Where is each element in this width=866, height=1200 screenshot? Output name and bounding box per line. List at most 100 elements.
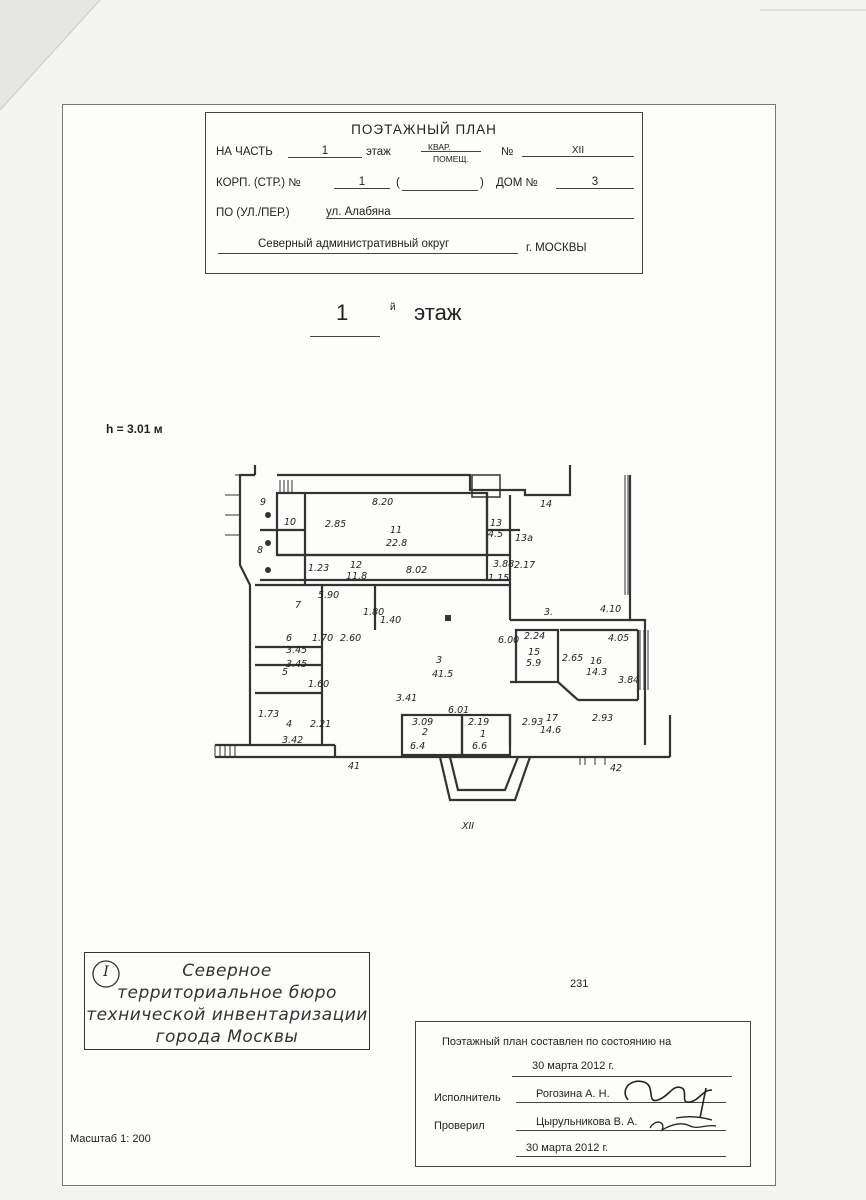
dim-label: 5.90 <box>318 590 339 601</box>
room-area: 5.9 <box>526 658 541 669</box>
room-area: 14.3 <box>586 667 607 678</box>
room-area: 4.5 <box>488 529 503 540</box>
bureau-stamp: I Северное территориальное бюро техничес… <box>84 952 370 1050</box>
room-number: 13 <box>490 518 502 529</box>
dim-label: 1.73 <box>258 709 279 720</box>
street-value: ул. Алабяна <box>326 206 634 219</box>
korp-value: 1 <box>334 176 390 189</box>
floor-plan-drawing: 8.20 11 22.8 13 4.5 14 13а 10 9 8 2.85 1… <box>214 465 672 832</box>
room-number: 13а <box>515 533 533 544</box>
room-number: 9 <box>260 497 266 508</box>
dim-label: 1.70 <box>312 633 333 644</box>
room-number: 8 <box>257 545 263 556</box>
part-value: 1 <box>288 145 362 158</box>
dim-label: 1.80 <box>363 607 384 618</box>
dim-label: 2.24 <box>524 631 545 642</box>
dim-label: 3.42 <box>282 735 303 746</box>
dim-label: 2.21 <box>310 719 331 730</box>
dim-label: 1.40 <box>380 615 401 626</box>
dom-label: ДОМ № <box>496 177 538 189</box>
room-number: 4 <box>286 719 292 730</box>
pomesh-label: ПОМЕЩ. <box>433 154 469 164</box>
executor-label: Исполнитель <box>434 1092 501 1104</box>
room-area: 6.6 <box>472 741 487 752</box>
stamp-line: города Москвы <box>155 1027 299 1047</box>
page-number: 231 <box>570 978 589 990</box>
room-number: 14 <box>540 499 552 510</box>
dim-label: 2.60 <box>340 633 361 644</box>
district: Северный административный округ <box>258 238 450 250</box>
document-sheet <box>62 104 776 1186</box>
stamp-line: Северное <box>182 961 272 981</box>
korp-paren-open: ( <box>396 177 400 189</box>
floor-suffix: й <box>390 302 396 313</box>
dim-label: 3.45 <box>286 659 307 670</box>
city: г. МОСКВЫ <box>526 242 587 254</box>
dim-label: 3.09 <box>412 717 433 728</box>
dim-label: 2.93 <box>592 713 613 724</box>
dim-label: 3. <box>544 607 553 618</box>
handwritten-signature <box>624 1080 717 1132</box>
composed-line: Поэтажный план составлен по состоянию на <box>442 1036 672 1048</box>
plan-title: ПОЭТАЖНЫЙ ПЛАН <box>351 122 497 137</box>
dim-label: 3.45 <box>286 645 307 656</box>
dim-label: 1.15 <box>488 573 509 584</box>
pomesh-mark: XII <box>461 821 474 832</box>
dim-label: 2.93 <box>522 717 543 728</box>
stamp-circle-icon <box>92 960 120 988</box>
checked-label: Проверил <box>434 1120 485 1132</box>
pomesh-number: XII <box>522 145 634 157</box>
dim-label: 1.23 <box>308 563 329 574</box>
floor-number: 1 <box>336 300 349 325</box>
korp-paren-close: ) <box>480 177 484 189</box>
height-note: h = 3.01 м <box>106 422 163 436</box>
dim-label: 2.65 <box>562 653 583 664</box>
room-number: 16 <box>590 656 602 667</box>
dim-label: 2.17 <box>514 560 535 571</box>
dim-label: 1.60 <box>308 679 329 690</box>
dim-label: 8.20 <box>372 497 393 508</box>
dim-label: 6.00 <box>498 635 519 646</box>
room-area: 14.6 <box>540 725 561 736</box>
number-label: № <box>501 146 514 158</box>
room-number: 6 <box>286 633 292 644</box>
dim-label: 4.10 <box>600 604 621 615</box>
room-number: 7 <box>295 600 301 611</box>
kvar-label: КВАР. <box>428 142 451 152</box>
dim-label: 4.05 <box>608 633 629 644</box>
room-number: 2 <box>422 727 428 738</box>
dim-label: 2.85 <box>325 519 346 530</box>
checked-date: 30 марта 2012 г. <box>526 1142 609 1154</box>
dim-label: 8.02 <box>406 565 427 576</box>
plan-header-box: ПОЭТАЖНЫЙ ПЛАН НА ЧАСТЬ 1 этаж КВАР. ПОМ… <box>205 112 643 274</box>
room-number: 10 <box>284 517 296 528</box>
composed-date: 30 марта 2012 г. <box>532 1060 615 1072</box>
dim-label: 2.19 <box>468 717 489 728</box>
korp-label: КОРП. (СТР.) № <box>216 177 301 189</box>
room-number: 1 <box>480 729 486 740</box>
room-number: 11 <box>390 525 402 536</box>
room-number: 3 <box>436 655 442 666</box>
room-area: 11.8 <box>346 571 367 582</box>
dim-label: 3.84 <box>618 675 639 686</box>
street-label: ПО (УЛ./ПЕР.) <box>216 207 290 219</box>
room-area: 41.5 <box>432 669 453 680</box>
room-area: 6.4 <box>410 741 425 752</box>
checked-name: Цырульникова В. А. <box>536 1116 638 1128</box>
dim-label: 6.01 <box>448 705 469 716</box>
floor-label: этаж <box>366 146 391 158</box>
room-number: 15 <box>528 647 540 658</box>
scale-note: Масштаб 1: 200 <box>70 1133 151 1145</box>
dom-value: 3 <box>556 176 634 189</box>
room-number: 12 <box>350 560 362 571</box>
wall-label: 42 <box>610 763 622 774</box>
dim-label: 3.88 <box>493 559 514 570</box>
part-label: НА ЧАСТЬ <box>216 146 273 158</box>
wall-label: 41 <box>348 761 360 772</box>
room-number: 5 <box>282 667 288 678</box>
room-number: 17 <box>546 713 558 724</box>
stamp-line: технической инвентаризации <box>86 1005 368 1025</box>
stamp-line: территориальное бюро <box>117 983 337 1003</box>
plan-labels: 8.20 11 22.8 13 4.5 14 13а 10 9 8 2.85 1… <box>257 497 639 832</box>
